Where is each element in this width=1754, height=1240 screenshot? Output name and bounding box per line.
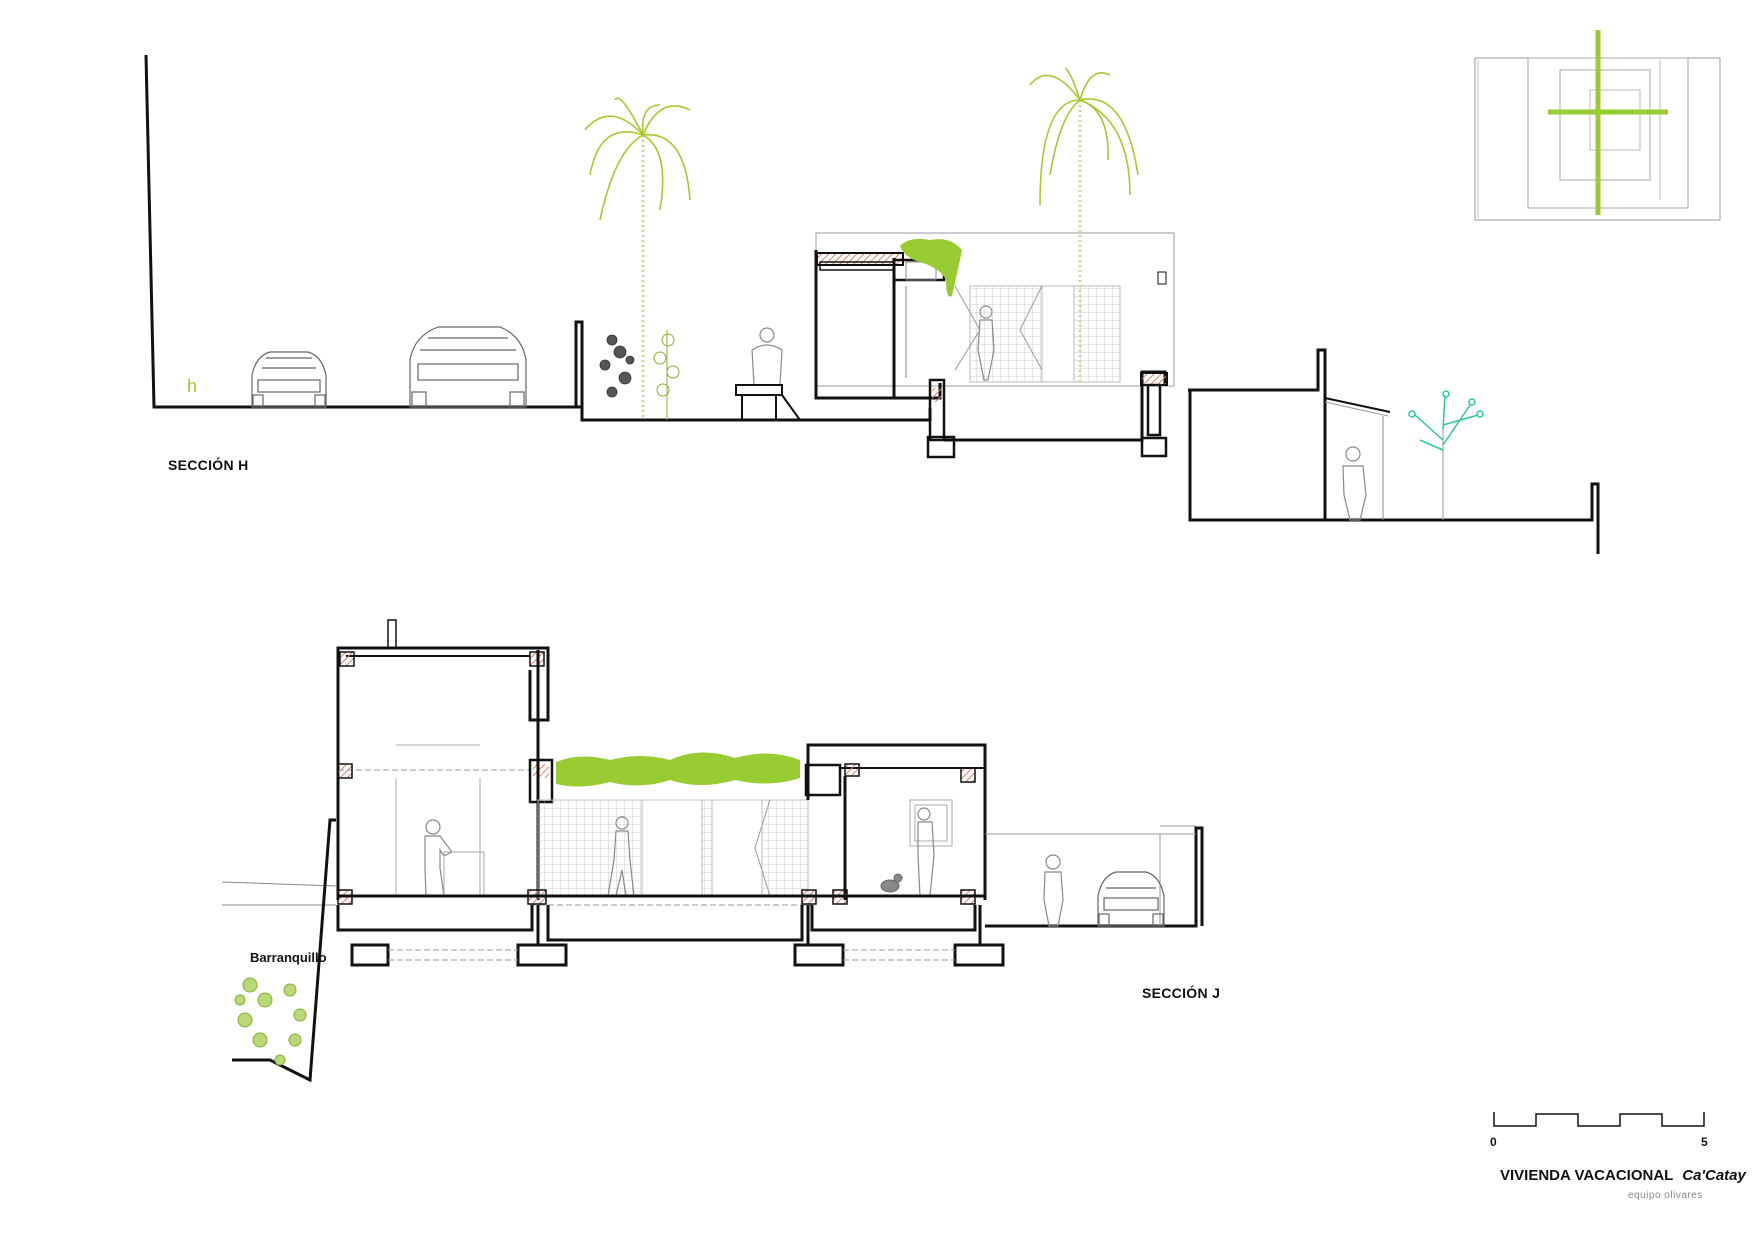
section-h-ground-left — [144, 54, 582, 409]
person-figure-icon — [1342, 446, 1367, 521]
ravine-profile — [232, 818, 336, 1083]
palm-tree-icon — [584, 97, 691, 420]
firm-name: equipo olivares — [1628, 1190, 1703, 1201]
section-j-title: SECCIÓN J — [1142, 984, 1220, 1001]
person-figure-icon — [977, 305, 995, 381]
person-figure-icon — [1043, 854, 1064, 927]
palm-tree-icon — [1029, 67, 1139, 382]
section-h-garage — [1188, 348, 1600, 554]
ravine-shrub-icon — [234, 977, 307, 1066]
scale-bar: 0 5 — [1490, 1112, 1708, 1149]
shrub-icon — [599, 334, 635, 398]
person-figure-icon — [424, 819, 453, 897]
car-rear-icon — [1097, 871, 1165, 927]
section-h-title: SECCIÓN H — [168, 456, 249, 473]
shrub-outline-icon — [653, 330, 680, 420]
project-title-main: VIVIENDA VACACIONAL — [1500, 1167, 1673, 1184]
tree-icon — [1408, 390, 1484, 520]
scale-max-label: 5 — [1701, 1135, 1708, 1149]
section-j-drawing: Barranquillo — [221, 619, 1220, 1083]
section-j-tall-block — [336, 619, 554, 900]
ravine-label: Barranquillo — [250, 950, 327, 965]
bench — [735, 384, 801, 421]
key-plan — [1474, 30, 1721, 221]
project-name: Ca'Catay — [1682, 1167, 1746, 1184]
green-roof-vegetation — [556, 752, 800, 787]
section-h-drawing: h — [144, 54, 1600, 554]
car-front-icon — [409, 326, 527, 408]
scale-min-label: 0 — [1490, 1135, 1497, 1149]
cat-icon — [880, 873, 903, 893]
section-h-house — [814, 232, 1175, 459]
person-figure-icon — [751, 327, 783, 386]
section-j-carport — [985, 825, 1204, 928]
green-roof-vegetation — [900, 238, 962, 297]
project-title: VIVIENDA VACACIONAL Ca'Catay — [1500, 1167, 1747, 1184]
section-j-courtyard — [530, 752, 812, 906]
car-rear-icon — [251, 351, 327, 408]
title-block: VIVIENDA VACACIONAL Ca'Catay equipo oliv… — [1500, 1167, 1747, 1201]
section-h-garden-wall — [574, 320, 932, 422]
person-figure-icon — [917, 807, 935, 897]
section-j-foundations — [336, 894, 1005, 967]
person-figure-icon — [607, 816, 635, 897]
plan-marker-h: h — [187, 376, 197, 396]
